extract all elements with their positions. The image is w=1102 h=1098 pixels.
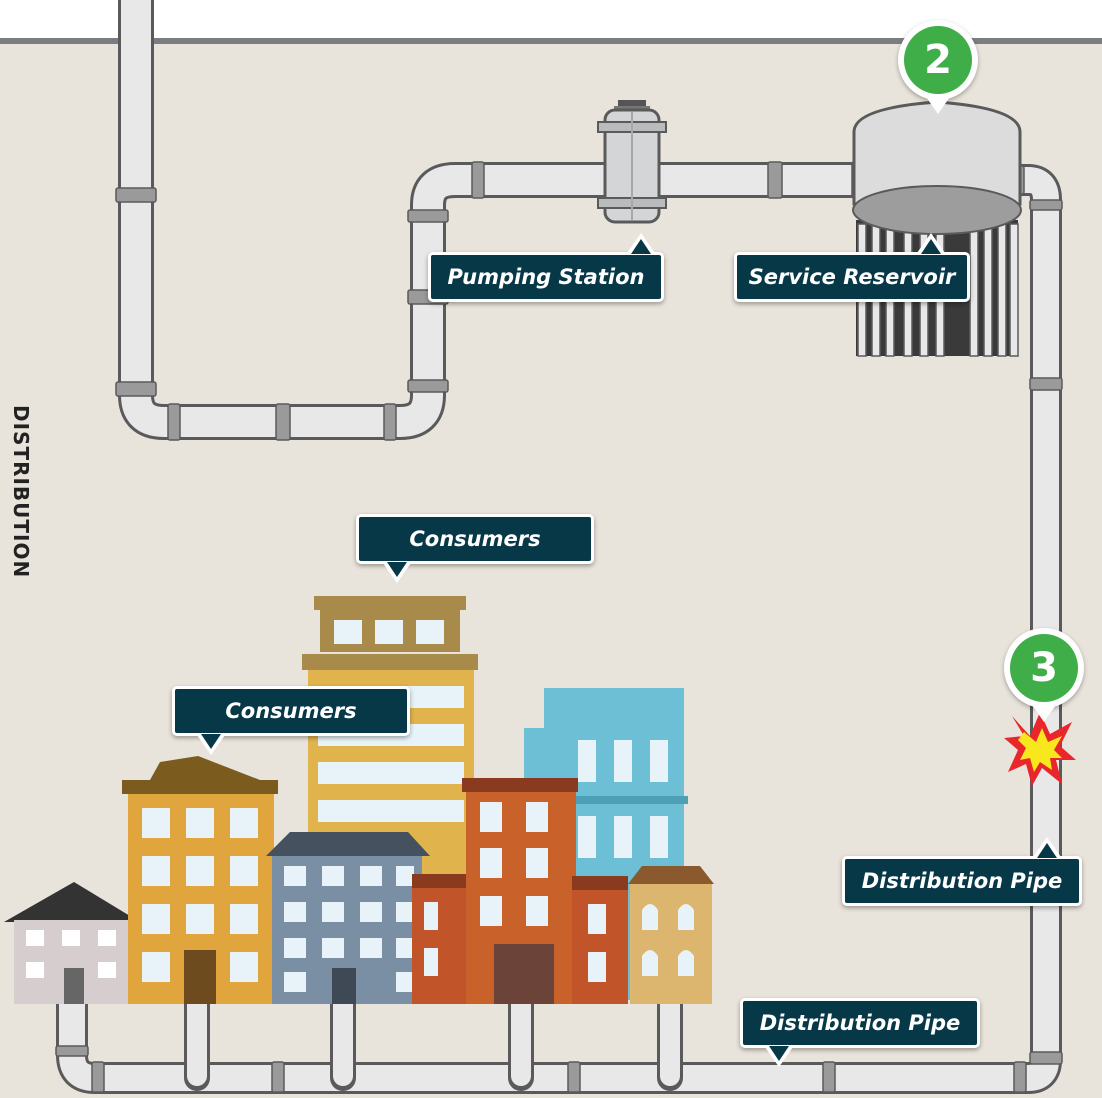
- badge-pointer: [1030, 702, 1058, 722]
- building-orange: [412, 778, 628, 1004]
- pipe-couplings: [55, 161, 1063, 1093]
- section-title: DISTRIBUTION: [9, 405, 33, 579]
- step-number: 2: [904, 26, 972, 94]
- distribution-pipe-label-bottom: Distribution Pipe: [740, 998, 980, 1067]
- label-text: Consumers: [225, 699, 357, 723]
- building-tan-small: [628, 866, 714, 1004]
- step-badge-3: 3: [1004, 628, 1084, 722]
- building-slate-blue: [266, 832, 430, 1004]
- label-text: Distribution Pipe: [759, 1011, 961, 1035]
- distribution-pipe-label-vertical: Distribution Pipe: [842, 837, 1082, 906]
- step-badge-2: 2: [898, 20, 978, 114]
- top-divider: [0, 38, 1102, 44]
- pumping-station: [597, 100, 667, 224]
- step-number: 3: [1010, 634, 1078, 702]
- pipe-network: [56, 0, 1062, 1094]
- consumers-label-left: Consumers: [172, 686, 410, 755]
- building-small-house: [4, 882, 140, 1004]
- leak-burst: [1004, 712, 1076, 786]
- service-reservoir: [852, 100, 1022, 357]
- service-reservoir-label: Service Reservoir: [734, 233, 970, 302]
- consumers-label-tall: Consumers: [356, 514, 594, 583]
- label-text: Consumers: [409, 527, 541, 551]
- pumping-station-label: Pumping Station: [428, 233, 664, 302]
- label-text: Service Reservoir: [748, 265, 956, 289]
- label-text: Distribution Pipe: [861, 869, 1063, 893]
- label-text: Pumping Station: [447, 265, 645, 289]
- building-gold-left: [122, 756, 278, 1004]
- badge-pointer: [924, 94, 952, 114]
